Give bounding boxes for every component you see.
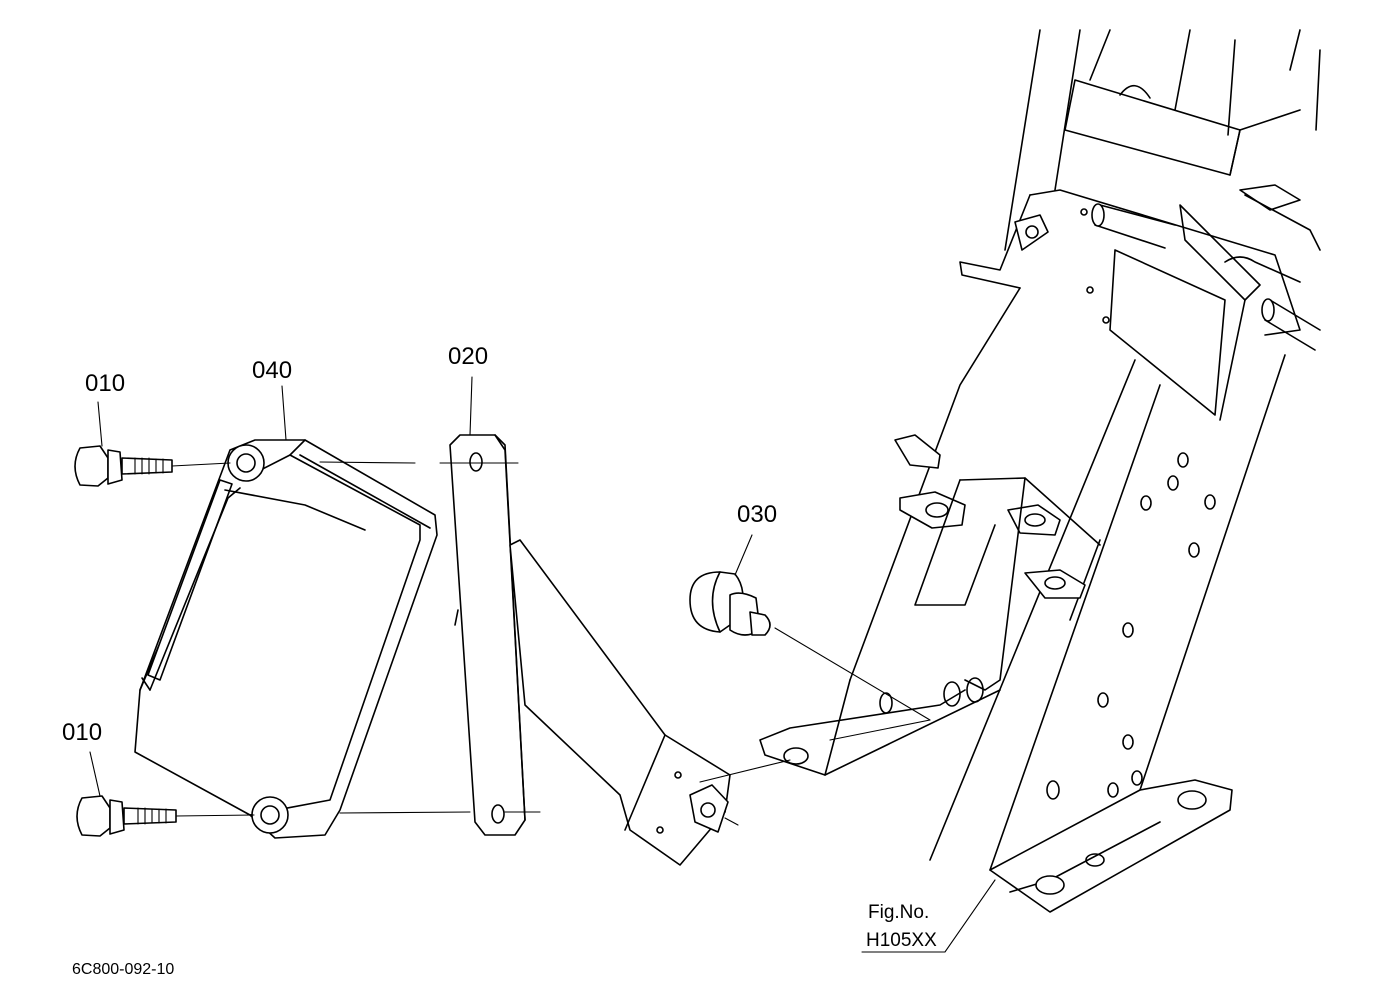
- figure-number: H105XX: [866, 930, 937, 951]
- callout-040: 040: [252, 357, 292, 384]
- drawing-code: 6C800-092-10: [72, 961, 174, 978]
- bolt-upper: [74, 445, 173, 487]
- mounting-bracket: [449, 434, 731, 866]
- figure-label: Fig.No.: [868, 902, 929, 923]
- callout-010-lower: 010: [62, 719, 102, 746]
- frame-assembly: [759, 29, 1321, 913]
- grommet: [689, 571, 771, 636]
- callout-010-upper: 010: [85, 370, 125, 397]
- controller-unit: [134, 439, 438, 839]
- bolt-lower: [76, 795, 177, 837]
- callout-030: 030: [737, 501, 777, 528]
- callout-020: 020: [448, 343, 488, 370]
- assembly-lines: [171, 461, 931, 826]
- leader-lines: [89, 376, 996, 953]
